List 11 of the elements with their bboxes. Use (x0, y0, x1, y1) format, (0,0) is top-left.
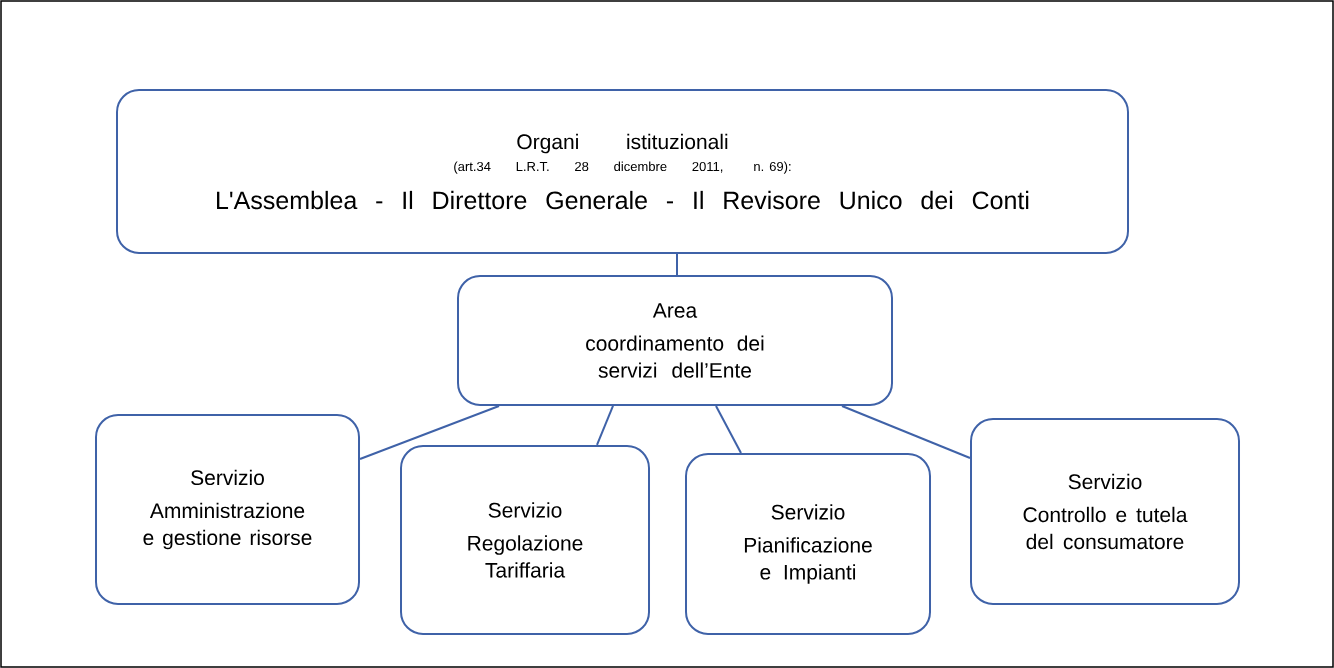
connector-line (596, 405, 614, 446)
process-box: Servizio Controllo e tutela del consumatore (970, 418, 1240, 605)
process-box: Area coordinamento dei servizi dell’Ente (457, 275, 893, 406)
connector-line (359, 405, 500, 460)
process-box: Servizio Pianificazione e Impianti (685, 453, 931, 635)
connector-line (715, 405, 742, 454)
process-box: Servizio Amministrazione e gestione risorse (95, 414, 360, 605)
org-box: Organi istituzionali (art.34 L.R.T. 28 dicembre 2011, n. 69): L'Assemblea - Il Direttore Generale - Il Revisore Unico dei Conti (116, 89, 1129, 254)
process-box: Servizio Regolazione Tariffaria (400, 445, 650, 635)
connector-line (841, 405, 971, 459)
connector-line (676, 253, 678, 276)
